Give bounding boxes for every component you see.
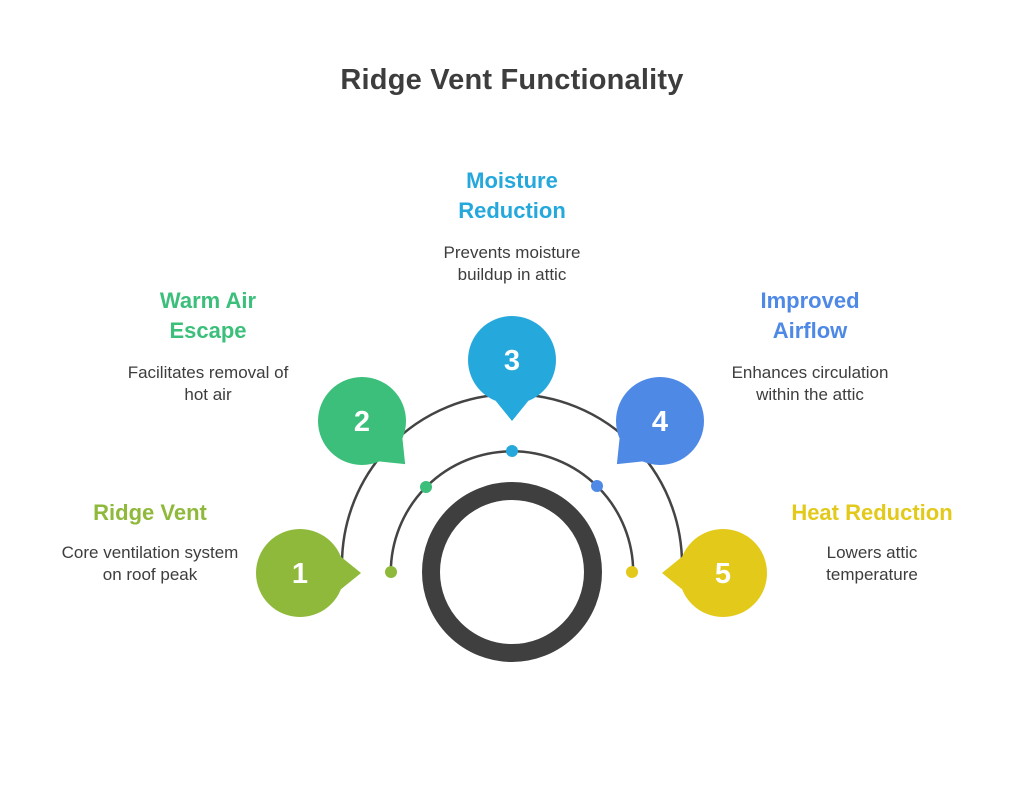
step-1-title: Ridge Vent (93, 500, 207, 525)
step-4-number: 4 (652, 406, 668, 438)
step-5-bubble (662, 529, 767, 617)
step-1-description: Core ventilation system on roof peak (61, 543, 239, 584)
step-3-dot (506, 445, 518, 457)
step-1-dot (385, 566, 397, 578)
step-4-marker: 4 (591, 377, 704, 492)
step-4-bubble (616, 377, 704, 465)
step-2-title: Warm Air Escape (159, 288, 257, 343)
step-2-marker: 2 (318, 377, 432, 493)
step-2-description: Facilitates removal of hot air (127, 363, 289, 404)
step-5-number: 5 (715, 558, 731, 590)
step-5-dot (626, 566, 638, 578)
diagram-title: Ridge Vent Functionality (340, 64, 684, 96)
center-ring (422, 482, 602, 662)
step-1-marker: 1 (256, 529, 397, 617)
step-2-bubble (318, 377, 406, 465)
step-3-bubble (468, 316, 556, 421)
step-2-dot (420, 481, 432, 493)
step-4-dot (591, 480, 603, 492)
step-2-number: 2 (354, 406, 370, 438)
step-3-number: 3 (504, 345, 520, 377)
step-1-bubble (256, 529, 361, 617)
step-5-marker: 5 (626, 529, 767, 617)
step-5-description: Lowers attic temperature (826, 543, 918, 584)
step-3-title: Moisture Reduction (458, 168, 566, 223)
step-4-description: Enhances circulation within the attic (731, 363, 889, 404)
step-5-title: Heat Reduction (791, 500, 953, 525)
step-4-title: Improved Airflow (760, 288, 860, 343)
step-3-description: Prevents moisture buildup in attic (443, 243, 581, 284)
step-3-marker: 3 (468, 316, 556, 457)
step-1-number: 1 (292, 558, 308, 590)
